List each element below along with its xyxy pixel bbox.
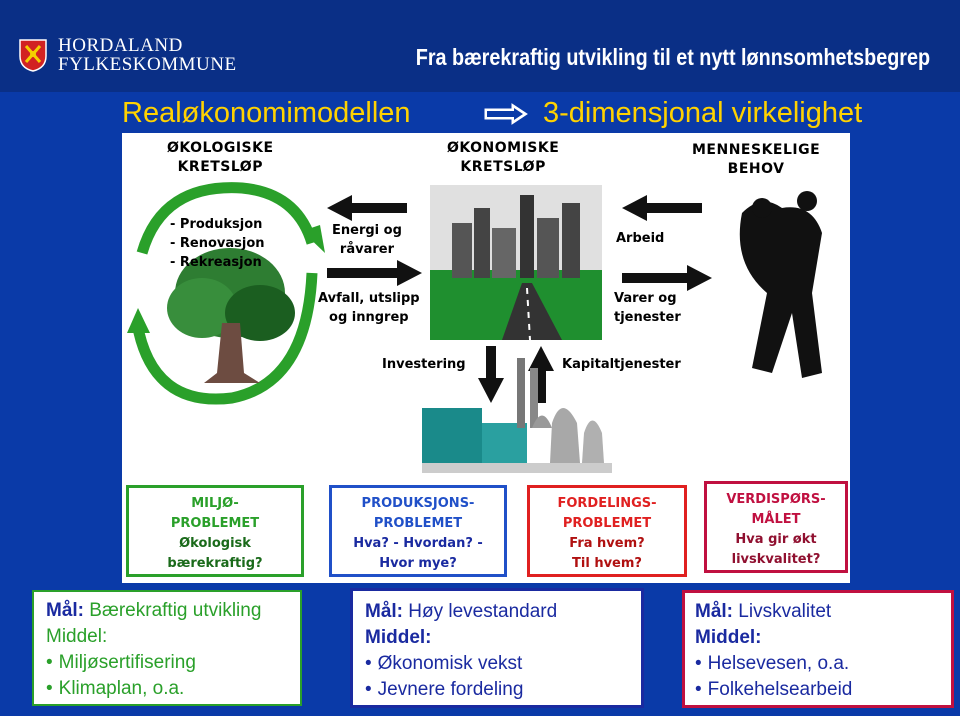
waste-arrow [327, 260, 422, 286]
goods-arrow [622, 265, 712, 291]
problem-box-values: VERDISPØRS- MÅLET Hva gir økt livskvalit… [704, 481, 848, 573]
subtitle-left: Realøkonomimodellen [122, 97, 411, 129]
header-bar: HORDALAND FYLKESKOMMUNE Fra bærekraftig … [0, 0, 960, 92]
means-item: Miljøsertifisering [46, 650, 288, 676]
problem-line: PROBLEMET [170, 516, 260, 531]
investment-label: Investering [382, 357, 466, 372]
waste-label: Avfall, utslipp og inngrep [318, 289, 420, 327]
col1-title-line1: ØKOLOGISKE [167, 140, 274, 156]
goal-label: Mål: [46, 600, 84, 621]
col3-title-line1: MENNESKELIGE [692, 142, 821, 158]
goal-text: Høy levestandard [408, 601, 558, 622]
means-item: Helsevesen, o.a. [695, 651, 941, 677]
problem-box-production: PRODUKSJONS- PROBLEMET Hva? - Hvordan? -… [329, 485, 507, 577]
means-item: Økonomisk vekst [365, 651, 629, 677]
problem-line: VERDISPØRS- [726, 492, 826, 507]
problem-line: PRODUKSJONS- [361, 496, 475, 511]
city-skyline-icon [430, 185, 602, 341]
goal-label: Mål: [695, 601, 733, 622]
eco-list-item: - Rekreasjon [170, 255, 262, 270]
diagram-panel: ØKOLOGISKE KRETSLØP ØKONOMISKE KRETSLØP … [122, 133, 850, 583]
goal-box-living-standard: Mål: Høy levestandard Middel: Økonomisk … [350, 588, 644, 708]
diagram-graphics [127, 182, 822, 473]
eco-cycle-arrow-top [136, 182, 318, 255]
goods-line2: tjenester [614, 310, 681, 325]
means-item: Folkehelsearbeid [695, 677, 941, 703]
col2-title-line1: ØKONOMISKE [447, 140, 560, 156]
problem-line: Hva gir økt [735, 532, 817, 547]
means-label: Middel: [695, 627, 762, 648]
subtitle-right: 3-dimensjonal virkelighet [543, 97, 863, 129]
work-label: Arbeid [616, 231, 665, 246]
means-item: Jevnere fordeling [365, 677, 629, 703]
work-arrow [622, 195, 702, 221]
investment-arrow [478, 346, 504, 403]
energy-line1: Energi og [332, 223, 402, 238]
economic-cycle-title: ØKONOMISKE KRETSLØP [447, 139, 559, 177]
capital-arrow [528, 346, 554, 403]
problem-line: PROBLEMET [373, 516, 463, 531]
problem-line: livskvalitet? [731, 552, 821, 567]
goal-label: Mål: [365, 601, 403, 622]
logo-line-2: FYLKESKOMMUNE [58, 54, 237, 75]
eco-list-item: - Renovasjon [170, 236, 265, 251]
goal-text: Bærekraftig utvikling [89, 600, 262, 621]
ecological-cycle-title: ØKOLOGISKE KRETSLØP [167, 139, 274, 177]
problem-box-environment: MILJØ- PROBLEMET Økologisk bærekraftig? [126, 485, 304, 577]
problem-line: MILJØ- [191, 496, 239, 511]
goal-text: Livskvalitet [738, 601, 832, 622]
right-arrow-icon [484, 103, 528, 125]
col1-title-line2: KRETSLØP [177, 159, 263, 175]
human-needs-title: MENNESKELIGE BEHOV [692, 141, 820, 179]
energy-label: Energi og råvarer [332, 221, 402, 259]
problem-box-distribution: FORDELINGS- PROBLEMET Fra hvem? Til hvem… [527, 485, 687, 577]
goods-label: Varer og tjenester [614, 289, 681, 327]
energy-line2: råvarer [339, 242, 394, 257]
problem-line: FORDELINGS- [557, 496, 657, 511]
problem-line: Økologisk [179, 536, 251, 551]
goods-line1: Varer og [614, 291, 677, 306]
eco-list: - Produksjon - Renovasjon - Rekreasjon [170, 215, 265, 272]
problem-line: PROBLEMET [562, 516, 652, 531]
waste-line1: Avfall, utslipp [318, 291, 420, 306]
goal-box-quality-of-life: Mål: Livskvalitet Middel: Helsevesen, o.… [682, 590, 954, 708]
col2-title-line2: KRETSLØP [460, 159, 546, 175]
slide-title: Fra bærekraftig utvikling til et nytt lø… [415, 44, 930, 70]
capital-services-label: Kapitaltjenester [562, 357, 681, 372]
eco-cycle-arrow-bottom [131, 272, 318, 405]
problem-line: Hvor mye? [379, 556, 457, 571]
problem-line: Fra hvem? [569, 536, 645, 551]
energy-arrow [327, 195, 407, 221]
problem-line: bærekraftig? [167, 556, 263, 571]
logo-line-1: HORDALAND [58, 35, 183, 56]
means-label: Middel: [365, 627, 432, 648]
tree-icon [167, 248, 295, 383]
coat-of-arms-icon [19, 39, 47, 72]
problem-line: Hva? - Hvordan? - [353, 536, 483, 551]
problem-line: MÅLET [751, 512, 801, 527]
col3-title-line2: BEHOV [727, 161, 785, 177]
problem-line: Til hvem? [572, 556, 642, 571]
goal-box-sustainability: Mål: Bærekraftig utvikling Middel: Miljø… [32, 590, 302, 706]
logo: HORDALAND FYLKESKOMMUNE [18, 36, 237, 74]
dancers-icon [739, 191, 822, 378]
waste-line2: og inngrep [329, 310, 409, 325]
means-label: Middel: [46, 626, 108, 647]
eco-list-item: - Produksjon [170, 217, 263, 232]
factory-icon [422, 358, 612, 473]
means-item: Klimaplan, o.a. [46, 676, 288, 702]
